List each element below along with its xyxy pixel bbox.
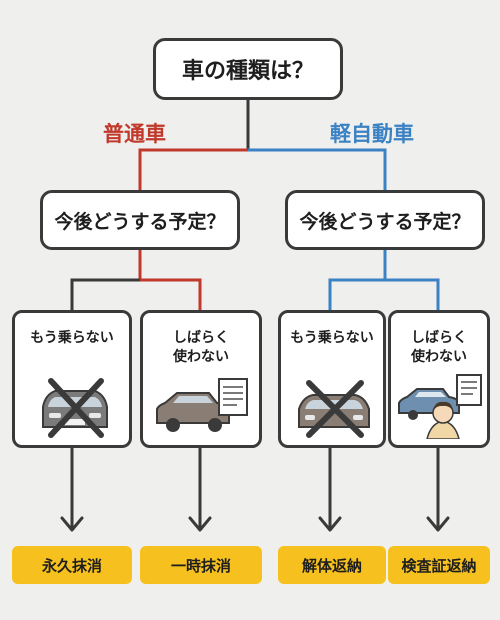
arrow-2 xyxy=(188,446,212,532)
person-thinking-icon xyxy=(391,373,487,440)
option-label: もう乗らない xyxy=(30,330,114,346)
car-crossed-icon xyxy=(15,373,129,439)
connector-futsu-branch xyxy=(138,148,248,190)
result-temporary-cancel: 一時抹消 xyxy=(140,546,262,584)
question-box-kei: 今後どうする予定？ xyxy=(285,190,485,250)
branch-kei-text: 軽自動車 xyxy=(330,122,414,146)
connector-kei-branch xyxy=(248,148,387,190)
option-card-futsu-no-ride: もう乗らない xyxy=(12,310,132,448)
connector-futsu-left xyxy=(70,278,140,310)
result-label: 永久抹消 xyxy=(41,556,102,575)
connector-kei-right xyxy=(385,278,440,310)
root-question-box: 車の種類は？ xyxy=(153,38,343,100)
option-label: しばらく 使わない xyxy=(411,330,467,365)
option-label: しばらく 使わない xyxy=(173,330,229,365)
result-dismantle-return: 解体返納 xyxy=(278,546,386,584)
connector-futsu-right xyxy=(140,278,202,310)
result-permanent-cancel: 永久抹消 xyxy=(12,546,132,584)
option-card-futsu-not-use: しばらく 使わない xyxy=(140,310,262,448)
result-label: 検査証返納 xyxy=(401,556,477,575)
question-futsu-text: 今後どうする予定？ xyxy=(54,210,226,233)
result-label: 解体返納 xyxy=(301,556,362,575)
branch-label-kei: 軽自動車 xyxy=(330,118,414,148)
result-label: 一時抹消 xyxy=(170,556,231,575)
arrow-1 xyxy=(60,446,84,532)
car-crossed-icon xyxy=(281,373,383,439)
car-with-document-icon xyxy=(143,373,259,439)
option-label: もう乗らない xyxy=(290,330,374,346)
result-inspection-return: 検査証返納 xyxy=(388,546,490,584)
question-kei-text: 今後どうする予定？ xyxy=(299,210,471,233)
branch-futsu-text: 普通車 xyxy=(103,122,166,146)
option-card-kei-not-use: しばらく 使わない xyxy=(388,310,490,448)
option-card-kei-no-ride: もう乗らない xyxy=(278,310,386,448)
root-question-text: 車の種類は？ xyxy=(181,59,314,84)
branch-label-futsu: 普通車 xyxy=(103,118,166,148)
arrow-4 xyxy=(426,446,450,532)
question-box-futsu: 今後どうする予定？ xyxy=(40,190,240,250)
arrow-3 xyxy=(318,446,342,532)
connector-kei-left xyxy=(328,278,385,310)
